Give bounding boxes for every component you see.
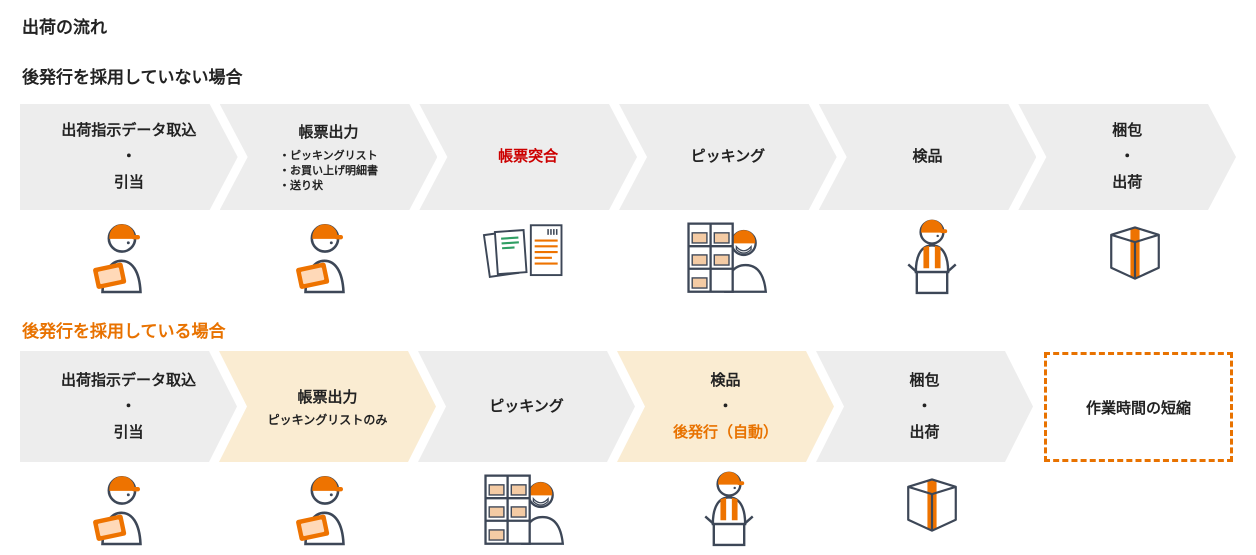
inspection-worker-icon: [907, 219, 957, 295]
icon-cell: [223, 462, 426, 550]
step-line: 出荷指示データ取込: [61, 122, 197, 139]
step-line-dot: ・: [717, 397, 733, 415]
step-picking: ピッキング: [619, 104, 837, 210]
icon-cell: [20, 462, 223, 550]
picking-shelf-icon: [687, 222, 768, 293]
flow-row-with-post-issue: 出荷指示データ取込 ・ 引当 帳票出力 ピッキングリストのみ ピッキング 検品 …: [20, 351, 1033, 462]
step-line: 検品: [710, 371, 741, 389]
step-line: 梱包: [909, 371, 940, 389]
step-line: 出荷: [1112, 174, 1143, 191]
icon-cell: [628, 211, 831, 297]
bullet-item: ・お買い上げ明細書: [279, 165, 378, 177]
bullet-item: ・送り状: [279, 180, 323, 192]
step-title: ピッキング: [690, 148, 766, 165]
step-inspection: 検品: [819, 104, 1037, 210]
worker-laptop-icon: [93, 475, 143, 546]
step-subtitle: ピッキングリストのみ: [267, 412, 388, 427]
step-form-output: 帳票出力 ・ピッキングリスト ・お買い上げ明細書 ・送り状: [220, 104, 438, 210]
step-line-dot: ・: [120, 397, 136, 415]
section2-heading: 後発行を採用している場合: [22, 322, 226, 341]
shipping-box-icon: [1109, 226, 1160, 280]
shipping-box-icon: [906, 478, 957, 532]
icon-row-section2: [20, 462, 1033, 550]
step-picking: ピッキング: [418, 351, 635, 462]
result-box-time-saving: 作業時間の短縮: [1044, 352, 1233, 462]
step-title: ピッキング: [489, 397, 564, 415]
picking-shelf-icon: [484, 474, 565, 545]
step-title: 帳票突合: [498, 148, 559, 165]
icon-cell: [425, 211, 628, 297]
icon-cell: [628, 462, 831, 550]
step-import-allocate: 出荷指示データ取込 ・ 引当: [20, 351, 237, 462]
section1-heading: 後発行を採用していない場合: [22, 68, 243, 87]
step-pack-ship: 梱包 ・ 出荷: [1018, 104, 1236, 210]
step-line-accent: 後発行（自動）: [672, 423, 778, 441]
step-title: 帳票出力: [297, 388, 358, 406]
icon-cell: [223, 211, 426, 297]
icon-row-section1: [20, 211, 1236, 297]
step-bullet-list: ・ピッキングリスト ・お買い上げ明細書 ・送り状: [279, 149, 378, 194]
documents-icon: [482, 224, 563, 278]
step-title: 検品: [912, 148, 943, 165]
step-line: 出荷: [909, 423, 940, 441]
step-line: 梱包: [1112, 122, 1143, 139]
icon-cell: [20, 211, 223, 297]
page-title: 出荷の流れ: [22, 18, 107, 37]
step-line: 引当: [113, 423, 144, 441]
worker-laptop-icon: [296, 223, 345, 294]
step-form-matching: 帳票突合: [419, 104, 637, 210]
step-line: 引当: [113, 174, 144, 191]
step-title: 帳票出力: [298, 124, 359, 141]
step-import-allocate: 出荷指示データ取込 ・ 引当: [20, 104, 238, 210]
icon-cell: [425, 462, 628, 550]
icon-cell: [1033, 211, 1236, 297]
worker-laptop-icon: [295, 475, 345, 546]
step-pack-ship: 梱包 ・ 出荷: [816, 351, 1033, 462]
step-inspection-post-issue-highlighted: 検品 ・ 後発行（自動）: [617, 351, 834, 462]
step-line-dot: ・: [1119, 148, 1135, 165]
step-line-dot: ・: [121, 148, 137, 165]
step-line-dot: ・: [916, 397, 932, 415]
icon-cell: [831, 211, 1034, 297]
flow-row-without-post-issue: 出荷指示データ取込 ・ 引当 帳票出力 ・ピッキングリスト ・お買い上げ明細書 …: [20, 104, 1236, 210]
bullet-item: ・ピッキングリスト: [279, 150, 378, 162]
step-form-output-highlighted: 帳票出力 ピッキングリストのみ: [219, 351, 436, 462]
icon-cell: [830, 462, 1033, 550]
step-line: 出荷指示データ取込: [60, 371, 196, 389]
worker-laptop-icon: [93, 223, 143, 294]
inspection-worker-icon: [704, 471, 754, 547]
result-box-label: 作業時間の短縮: [1085, 399, 1191, 417]
